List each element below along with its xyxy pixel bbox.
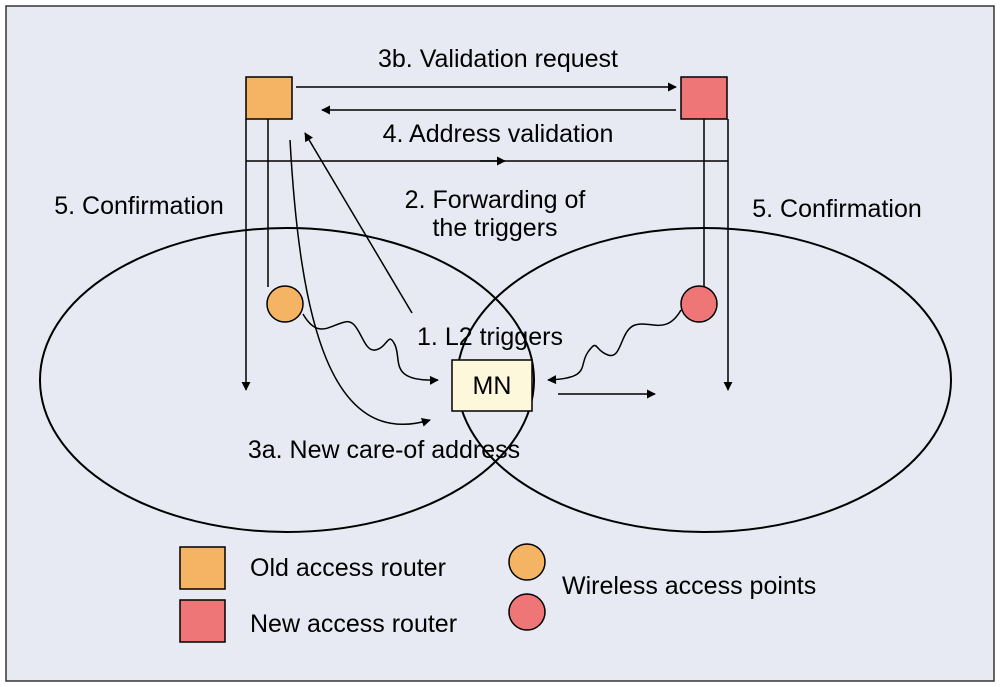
forwarding-triggers-arrow [304,132,413,314]
legend-new-router-label: New access router [250,610,457,638]
confirmation-right-label: 5. Confirmation [752,195,922,223]
legend-old-router-swatch [179,546,226,590]
l2-triggers-label: 1. L2 triggers [417,323,563,351]
new-ap-wireless-wave [547,309,682,385]
legend-old-router-label: Old access router [250,554,446,582]
legend-old-ap-swatch [508,543,546,581]
old-access-point [266,285,304,323]
old-ap-wireless-wave [302,313,439,385]
mobile-node-box [451,359,533,412]
forwarding-label-line2: the triggers [432,214,557,242]
legend-new-ap-swatch [508,593,546,631]
legend-access-points-label: Wireless access points [562,572,816,600]
confirmation-left-label: 5. Confirmation [54,192,224,220]
validation-request-label: 3b. Validation request [378,45,618,73]
new-access-point [680,285,718,323]
new-coa-arrow [289,139,431,427]
address-validation-label: 4. Address validation [383,120,614,148]
legend-new-router-swatch [179,599,226,643]
forwarding-label-line1: 2. Forwarding of [405,186,586,214]
new-coa-label: 3a. New care-of address [248,436,520,464]
old-coverage-area [39,227,535,533]
mobile-node-label: MN [473,372,512,400]
new-access-router [680,76,728,120]
old-access-router [245,76,293,120]
diagram-panel [5,5,995,682]
